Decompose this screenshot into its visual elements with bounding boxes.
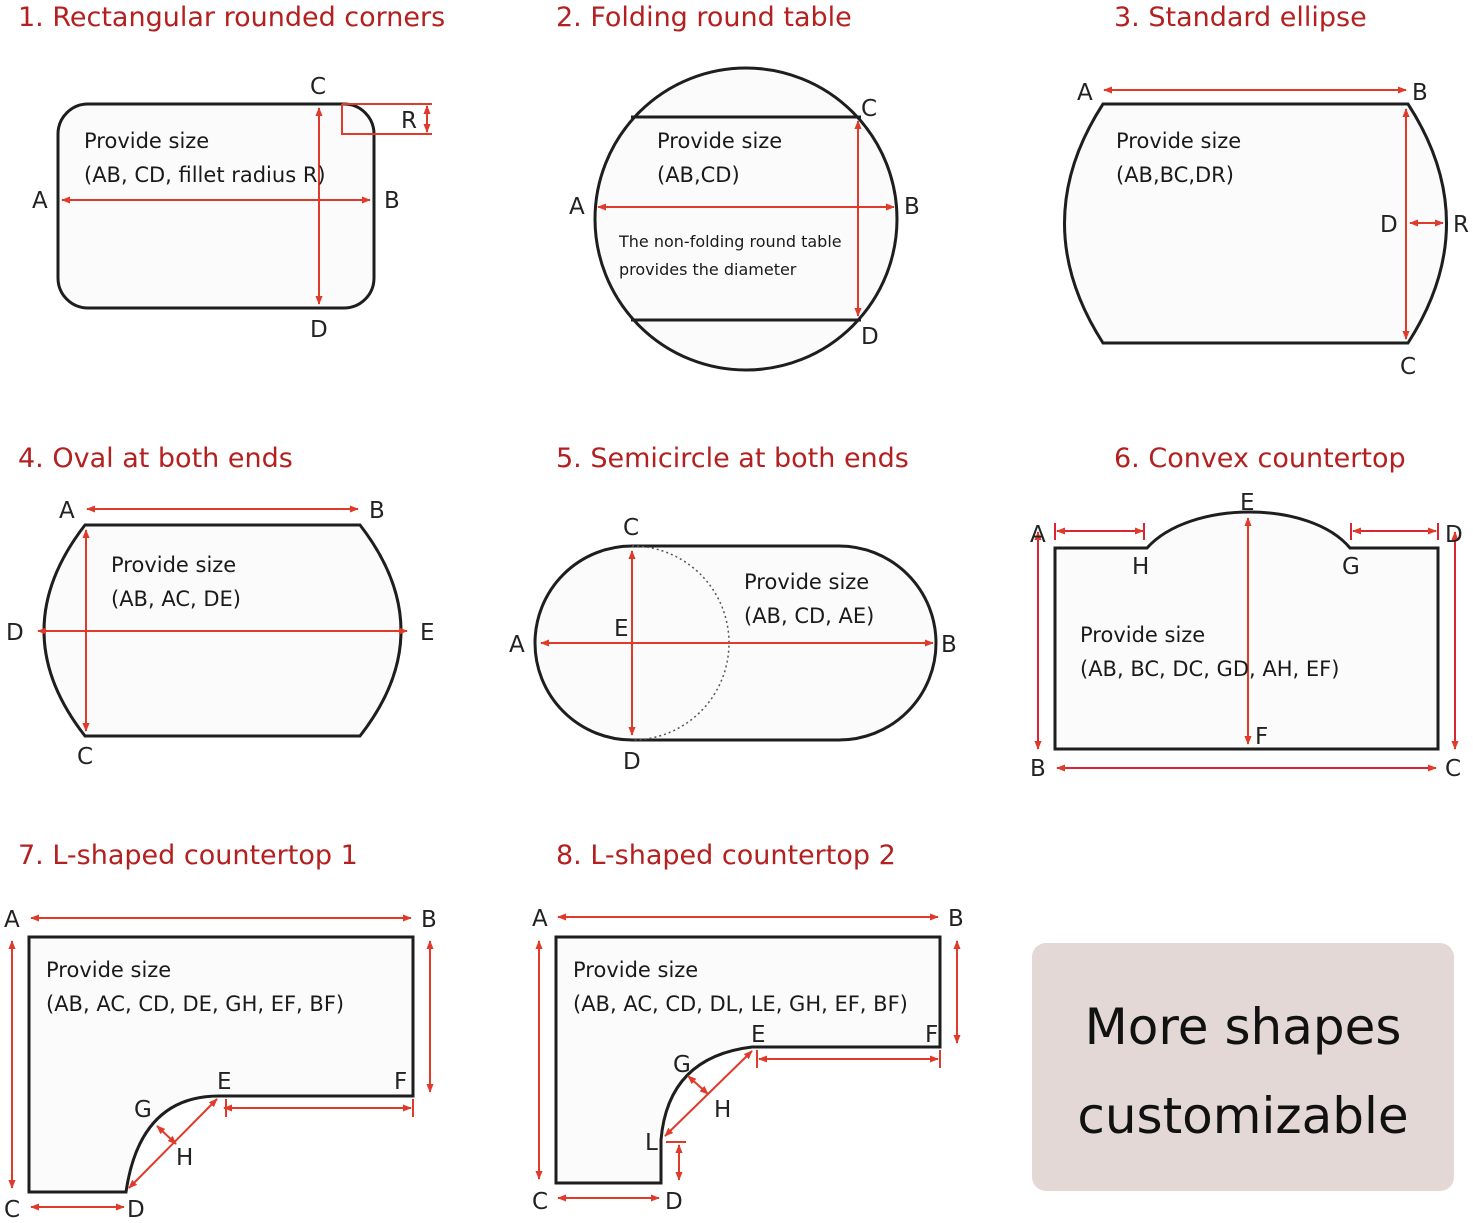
shape-title: 7. L-shaped countertop 1 <box>18 840 358 871</box>
provide-size-label: Provide size <box>111 553 236 577</box>
shape-title: 1. Rectangular rounded corners <box>18 2 445 33</box>
shape-7-l-shaped-countertop-1: 7. L-shaped countertop 1 Provide size (A… <box>4 840 437 1223</box>
point-label-a: A <box>569 194 585 220</box>
point-label-b: B <box>369 498 385 524</box>
point-label-e: E <box>751 1022 766 1048</box>
shape-title: 5. Semicircle at both ends <box>556 443 909 474</box>
point-label-b: B <box>1412 80 1428 106</box>
point-label-l: L <box>645 1130 658 1156</box>
point-label-d: D <box>665 1189 683 1215</box>
ellipse-table-outline <box>1063 102 1448 345</box>
provide-size-label: Provide size <box>46 958 171 982</box>
point-label-h: H <box>1132 554 1149 580</box>
point-label-c: C <box>4 1197 20 1223</box>
point-label-e: E <box>420 620 435 646</box>
rounded-rectangle-outline <box>56 102 376 310</box>
provide-size-label: Provide size <box>84 129 209 153</box>
dimension-gh <box>687 1075 709 1095</box>
point-label-a: A <box>532 906 548 932</box>
dimension-gh <box>156 1125 177 1145</box>
point-label-d: D <box>6 620 24 646</box>
point-label-b: B <box>421 907 437 933</box>
point-label-a: A <box>32 188 48 214</box>
point-label-c: C <box>1445 756 1461 782</box>
shape-title: 8. L-shaped countertop 2 <box>556 840 896 871</box>
point-label-c: C <box>77 744 93 770</box>
provide-size-label: Provide size <box>1080 623 1205 647</box>
point-label-c: C <box>623 515 639 541</box>
provide-size-label: Provide size <box>657 129 782 153</box>
badge-background <box>1032 943 1454 1191</box>
point-label-b: B <box>948 906 964 932</box>
dimension-list: (AB,CD) <box>657 163 740 187</box>
point-label-g: G <box>673 1052 691 1078</box>
point-label-d: D <box>127 1197 145 1223</box>
point-label-c: C <box>532 1189 548 1215</box>
point-label-a: A <box>509 632 525 658</box>
shape-1-rounded-rectangle: 1. Rectangular rounded corners Provide s… <box>18 2 445 343</box>
point-label-a: A <box>1030 522 1046 548</box>
point-label-c: C <box>1400 354 1416 380</box>
point-label-b: B <box>904 194 920 220</box>
more-shapes-badge: More shapes customizable <box>1032 943 1454 1191</box>
shape-title: 4. Oval at both ends <box>18 443 293 474</box>
dimension-list: (AB, AC, CD, DE, GH, EF, BF) <box>46 992 344 1016</box>
provide-size-label: Provide size <box>573 958 698 982</box>
point-label-c: C <box>310 74 326 100</box>
point-label-e: E <box>1240 490 1255 516</box>
point-label-g: G <box>134 1097 152 1123</box>
point-label-e: E <box>614 616 629 642</box>
point-label-b: B <box>941 632 957 658</box>
fillet-corner-guide <box>341 104 374 135</box>
semicircle-guide-dotted <box>631 545 730 741</box>
shape-title: 6. Convex countertop <box>1114 443 1406 474</box>
point-label-a: A <box>59 498 75 524</box>
point-label-a: A <box>4 907 20 933</box>
point-label-d: D <box>861 324 879 350</box>
diameter-note-line-1: The non-folding round table <box>618 232 842 251</box>
provide-size-label: Provide size <box>744 570 869 594</box>
point-label-c: C <box>861 96 877 122</box>
shape-3-standard-ellipse: 3. Standard ellipse Provide size (AB,BC,… <box>1063 2 1469 380</box>
shape-title: 3. Standard ellipse <box>1114 2 1367 33</box>
dimension-list: (AB, CD, fillet radius R) <box>84 163 326 187</box>
point-label-f: F <box>394 1069 407 1095</box>
point-label-r: R <box>1453 212 1469 238</box>
point-label-b: B <box>1030 756 1046 782</box>
point-label-b: B <box>384 188 400 214</box>
dimension-list: (AB,BC,DR) <box>1116 163 1234 187</box>
shape-4-oval-both-ends: 4. Oval at both ends Provide size (AB, A… <box>6 443 435 770</box>
point-label-d: D <box>623 749 641 775</box>
round-table-outline <box>593 66 899 372</box>
shape-6-convex-countertop: 6. Convex countertop Provide size (AB, B… <box>1030 443 1463 782</box>
point-label-f: F <box>1255 724 1268 750</box>
badge-line-2: customizable <box>1077 1087 1408 1145</box>
point-label-h: H <box>176 1145 193 1171</box>
dimension-list: (AB, AC, CD, DL, LE, GH, EF, BF) <box>573 992 908 1016</box>
dimension-list: (AB, CD, AE) <box>744 604 874 628</box>
dimension-list: (AB, AC, DE) <box>111 587 241 611</box>
shape-2-folding-round-table: 2. Folding round table Provide size (AB,… <box>556 2 920 372</box>
point-label-d: D <box>310 317 328 343</box>
point-label-a: A <box>1077 80 1093 106</box>
point-label-h: H <box>714 1097 731 1123</box>
diameter-note-line-2: provides the diameter <box>619 260 797 279</box>
point-label-d: D <box>1380 212 1398 238</box>
badge-line-1: More shapes <box>1085 998 1402 1056</box>
point-label-f: F <box>925 1022 938 1048</box>
point-label-e: E <box>217 1069 232 1095</box>
shape-8-l-shaped-countertop-2: 8. L-shaped countertop 2 Provide size (A… <box>532 840 964 1215</box>
point-label-g: G <box>1342 554 1360 580</box>
point-label-r: R <box>401 108 417 134</box>
dimension-list: (AB, BC, DC, GD, AH, EF) <box>1080 657 1339 681</box>
point-label-d: D <box>1445 522 1463 548</box>
provide-size-label: Provide size <box>1116 129 1241 153</box>
shape-5-semicircle-both-ends: 5. Semicircle at both ends Provide size … <box>509 443 957 775</box>
shape-title: 2. Folding round table <box>556 2 852 33</box>
